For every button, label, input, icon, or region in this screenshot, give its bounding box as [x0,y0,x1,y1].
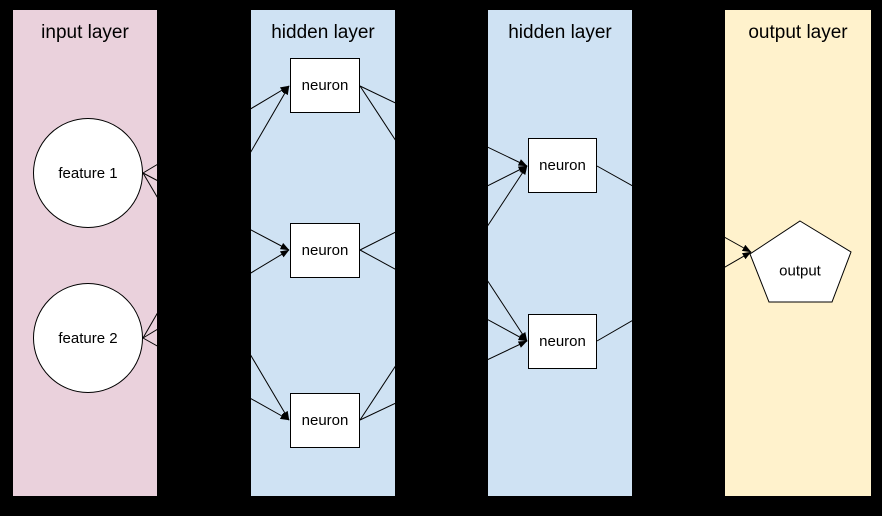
node-neuron-1: neuron [290,58,360,113]
edge-feature-2-to-neuron-3 [142,337,290,421]
edge-neuron-4-to-output [596,165,752,253]
edge-neuron-3-to-neuron-4 [359,165,528,421]
edge-feature-2-to-neuron-1 [142,85,290,339]
edge-neuron-5-to-output [596,251,752,342]
edge-neuron-1-to-neuron-4 [359,85,528,167]
node-neuron-4-label: neuron [539,157,586,174]
node-neuron-3: neuron [290,393,360,448]
layer-panel-hidden-2: hidden layer [488,10,632,496]
node-output [749,220,852,303]
node-neuron-5-label: neuron [539,333,586,350]
node-feature-1-label: feature 1 [58,164,118,182]
edge-feature-1-to-neuron-1 [142,85,290,174]
edge-neuron-2-to-neuron-4 [359,165,528,251]
node-neuron-5: neuron [528,314,597,369]
layer-label-output: output layer [748,22,848,43]
edge-neuron-2-to-neuron-5 [359,249,528,342]
layer-label-hidden-1: hidden layer [271,22,375,43]
node-output-label: output [779,262,821,280]
edge-neuron-3-to-neuron-5 [359,340,528,421]
node-neuron-2-label: neuron [301,242,349,259]
node-feature-2: feature 2 [33,283,143,393]
node-feature-1: feature 1 [33,118,143,228]
edge-feature-2-to-neuron-2 [142,249,290,339]
node-feature-2-label: feature 2 [58,329,118,347]
node-neuron-3-label: neuron [301,412,349,429]
node-neuron-2: neuron [290,223,360,278]
layer-panel-input: input layer [13,10,157,496]
layer-label-input: input layer [41,22,129,43]
node-neuron-4: neuron [528,138,597,193]
edge-neuron-1-to-neuron-5 [359,85,528,342]
node-neuron-1-label: neuron [301,77,349,94]
layer-label-hidden-2: hidden layer [508,22,612,43]
edge-feature-1-to-neuron-3 [142,172,290,421]
